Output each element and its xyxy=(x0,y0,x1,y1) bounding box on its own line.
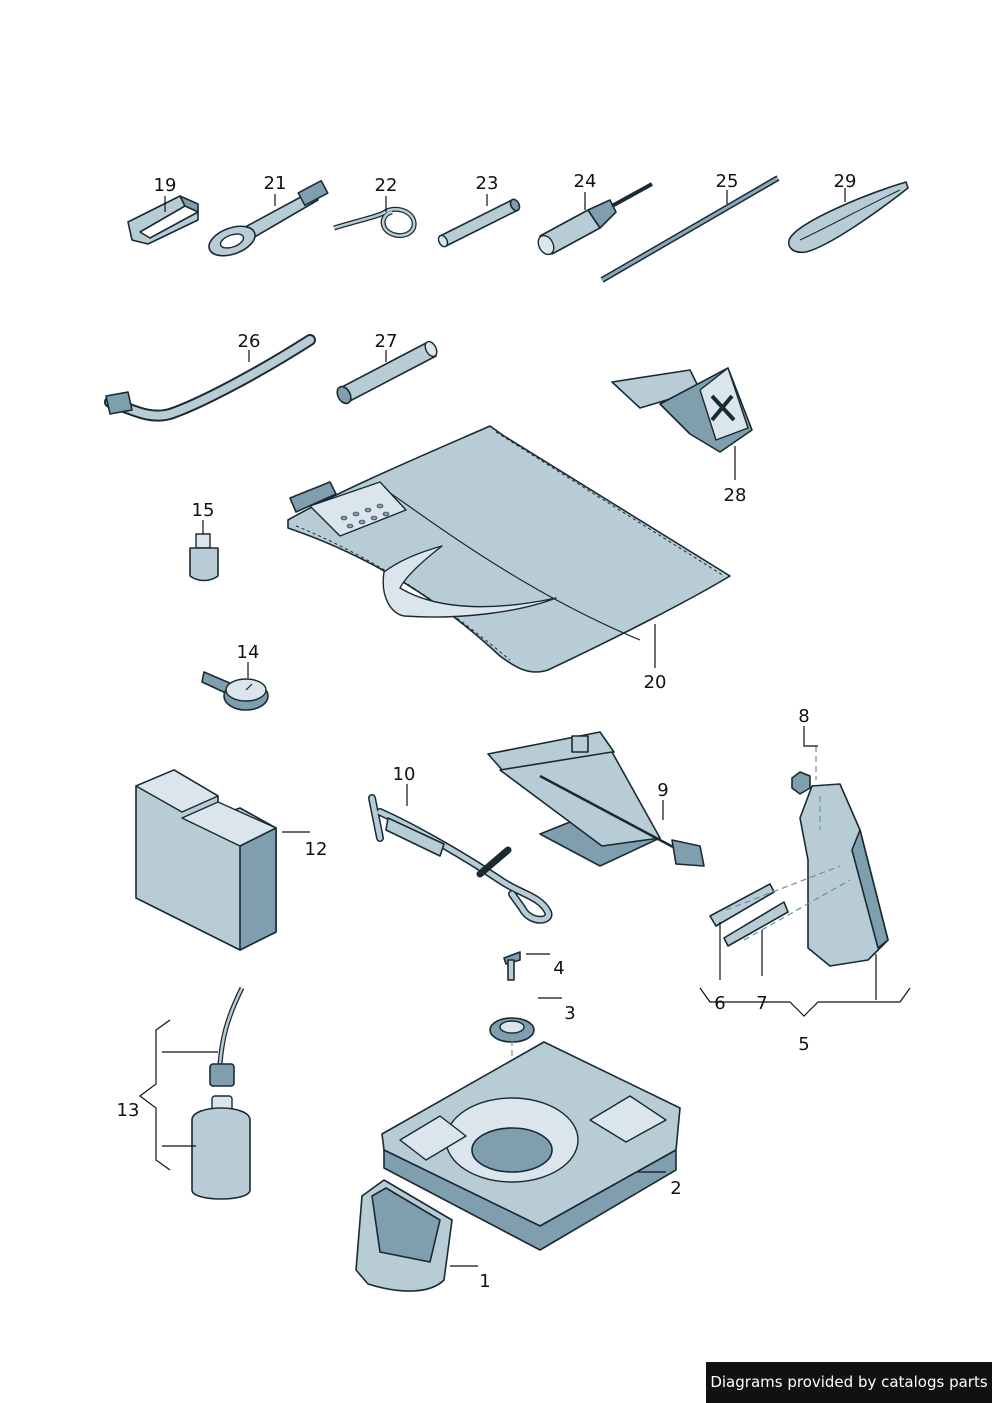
leader-lines xyxy=(139,188,911,1267)
part-9-jack xyxy=(487,731,705,867)
callout-4: 4 xyxy=(553,958,564,979)
callout-5: 5 xyxy=(798,1034,809,1055)
callout-27: 27 xyxy=(375,331,398,352)
part-25-rod xyxy=(600,175,780,283)
part-14-pressure-gauge xyxy=(201,671,269,711)
part-26-wheel-brace xyxy=(104,334,316,422)
part-28-warning-triangle xyxy=(611,367,753,453)
callout-13: 13 xyxy=(117,1100,140,1121)
part-7-clip xyxy=(723,901,789,947)
credit-banner: Diagrams provided by catalogs parts xyxy=(706,1362,992,1403)
callout-20: 20 xyxy=(644,672,667,693)
part-2-spare-wheel-tray xyxy=(381,1041,681,1251)
callout-8: 8 xyxy=(798,706,809,727)
callout-7: 7 xyxy=(756,993,767,1014)
callout-21: 21 xyxy=(264,173,287,194)
part-13-bottle xyxy=(191,986,251,1200)
part-23-pin xyxy=(437,198,521,248)
callout-23: 23 xyxy=(476,173,499,194)
callout-labels: 19 21 22 23 24 25 29 26 27 28 15 20 14 8… xyxy=(117,171,857,1292)
callout-29: 29 xyxy=(834,171,857,192)
callout-26: 26 xyxy=(238,331,261,352)
callout-12: 12 xyxy=(305,839,328,860)
callout-3: 3 xyxy=(564,1003,575,1024)
part-24-screwdriver xyxy=(537,182,653,256)
part-20-tool-bag xyxy=(287,425,731,673)
part-27-tube xyxy=(336,340,438,405)
callout-14: 14 xyxy=(237,642,260,663)
part-15-adapter xyxy=(189,533,219,582)
part-1-container xyxy=(355,1179,453,1292)
callout-25: 25 xyxy=(716,171,739,192)
part-5-holder xyxy=(799,783,889,967)
part-10-crank xyxy=(368,794,553,924)
part-19-clip xyxy=(127,195,199,245)
part-4-wing-bolt xyxy=(503,951,521,981)
callout-2: 2 xyxy=(670,1178,681,1199)
callout-6: 6 xyxy=(714,993,725,1014)
part-3-washer xyxy=(489,1017,535,1043)
callout-22: 22 xyxy=(375,175,398,196)
callout-28: 28 xyxy=(724,485,747,506)
callout-10: 10 xyxy=(393,764,416,785)
part-21-eye-bolt xyxy=(208,179,329,257)
callout-9: 9 xyxy=(657,780,668,801)
callout-24: 24 xyxy=(574,171,597,192)
callout-15: 15 xyxy=(192,500,215,521)
part-29-wedge xyxy=(788,181,909,254)
part-22-spring-clip xyxy=(333,206,417,239)
callout-1: 1 xyxy=(479,1271,490,1292)
part-8-nut xyxy=(791,771,811,795)
part-12-box xyxy=(135,769,277,951)
callout-19: 19 xyxy=(154,175,177,196)
